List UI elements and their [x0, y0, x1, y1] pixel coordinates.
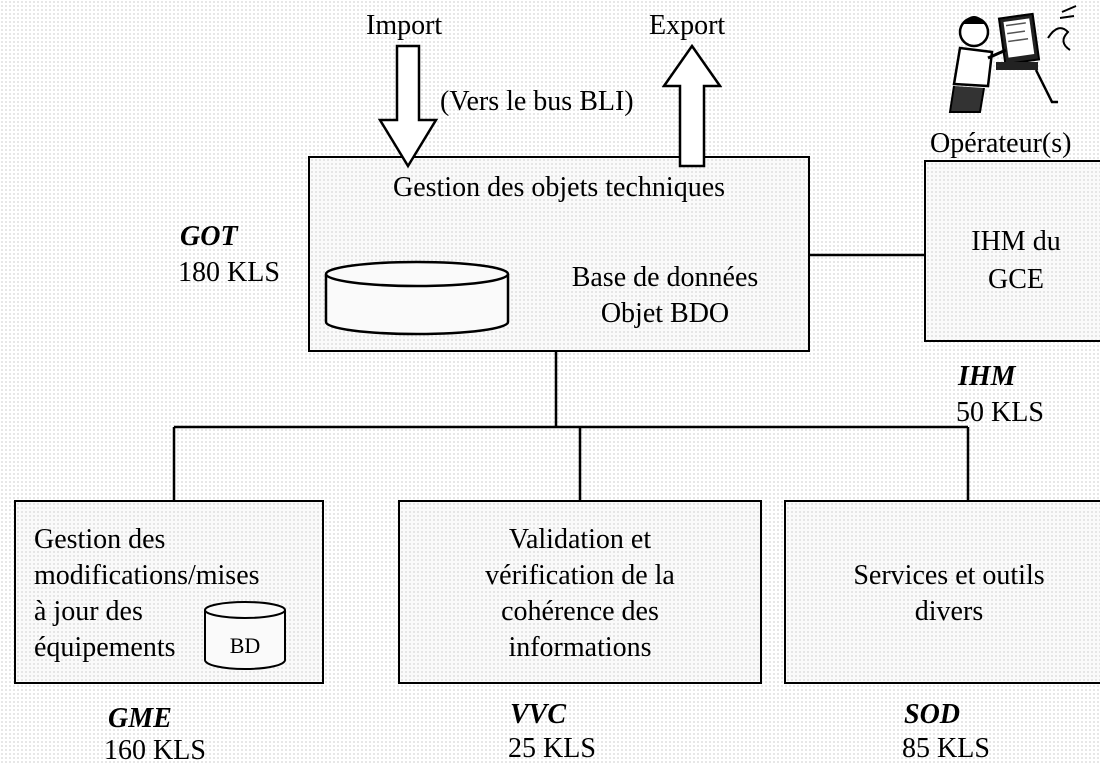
export-label: Export	[649, 10, 726, 41]
gme-line-4: équipements	[34, 632, 176, 663]
got-title: Gestion des objets techniques	[392, 172, 726, 203]
sod-size: 85 KLS	[902, 733, 990, 764]
vvc-box: Validation et vérification de la cohéren…	[398, 500, 762, 684]
got-code: GOT	[180, 221, 238, 252]
vvc-code: VVC	[510, 699, 567, 730]
vvc-line-3: cohérence des	[501, 596, 659, 627]
ihm-size: 50 KLS	[956, 397, 1044, 428]
ihm-code: IHM	[958, 361, 1016, 392]
bdo-label-line2: Objet BDO	[600, 298, 730, 329]
export-arrow-icon	[662, 44, 722, 168]
sod-code: SOD	[904, 699, 961, 730]
gme-line-1: Gestion des	[34, 524, 166, 555]
bd-database-icon	[204, 601, 286, 670]
gme-box: Gestion des modifications/mises à jour d…	[14, 500, 324, 684]
sod-line-2: divers	[914, 596, 984, 627]
vvc-size: 25 KLS	[508, 733, 596, 764]
ihm-label-line2: GCE	[988, 264, 1044, 295]
operator-label: Opérateur(s)	[930, 128, 1072, 159]
bus-note: (Vers le bus BLI)	[440, 86, 634, 117]
ihm-box: IHM du GCE	[924, 160, 1100, 342]
bd-label: BD	[229, 633, 261, 658]
operator-at-computer-icon	[948, 5, 1077, 113]
got-box: Gestion des objets techniques Base de do…	[308, 156, 810, 352]
gme-size: 160 KLS	[104, 735, 206, 766]
vvc-line-1: Validation et	[508, 524, 652, 555]
vvc-line-2: vérification de la	[485, 560, 675, 591]
sod-box: Services et outils divers	[784, 500, 1100, 684]
database-cylinder-icon	[324, 260, 510, 336]
gme-line-2: modifications/mises	[34, 560, 260, 591]
bdo-label-line1: Base de données	[571, 262, 759, 293]
gme-code: GME	[108, 703, 172, 734]
import-label: Import	[366, 10, 443, 41]
got-size: 180 KLS	[178, 257, 280, 288]
ihm-label-line1: IHM du	[971, 226, 1061, 257]
sod-line-1: Services et outils	[853, 560, 1045, 591]
import-arrow-icon	[378, 44, 438, 169]
gme-line-3: à jour des	[34, 596, 143, 627]
vvc-line-4: informations	[508, 632, 652, 663]
